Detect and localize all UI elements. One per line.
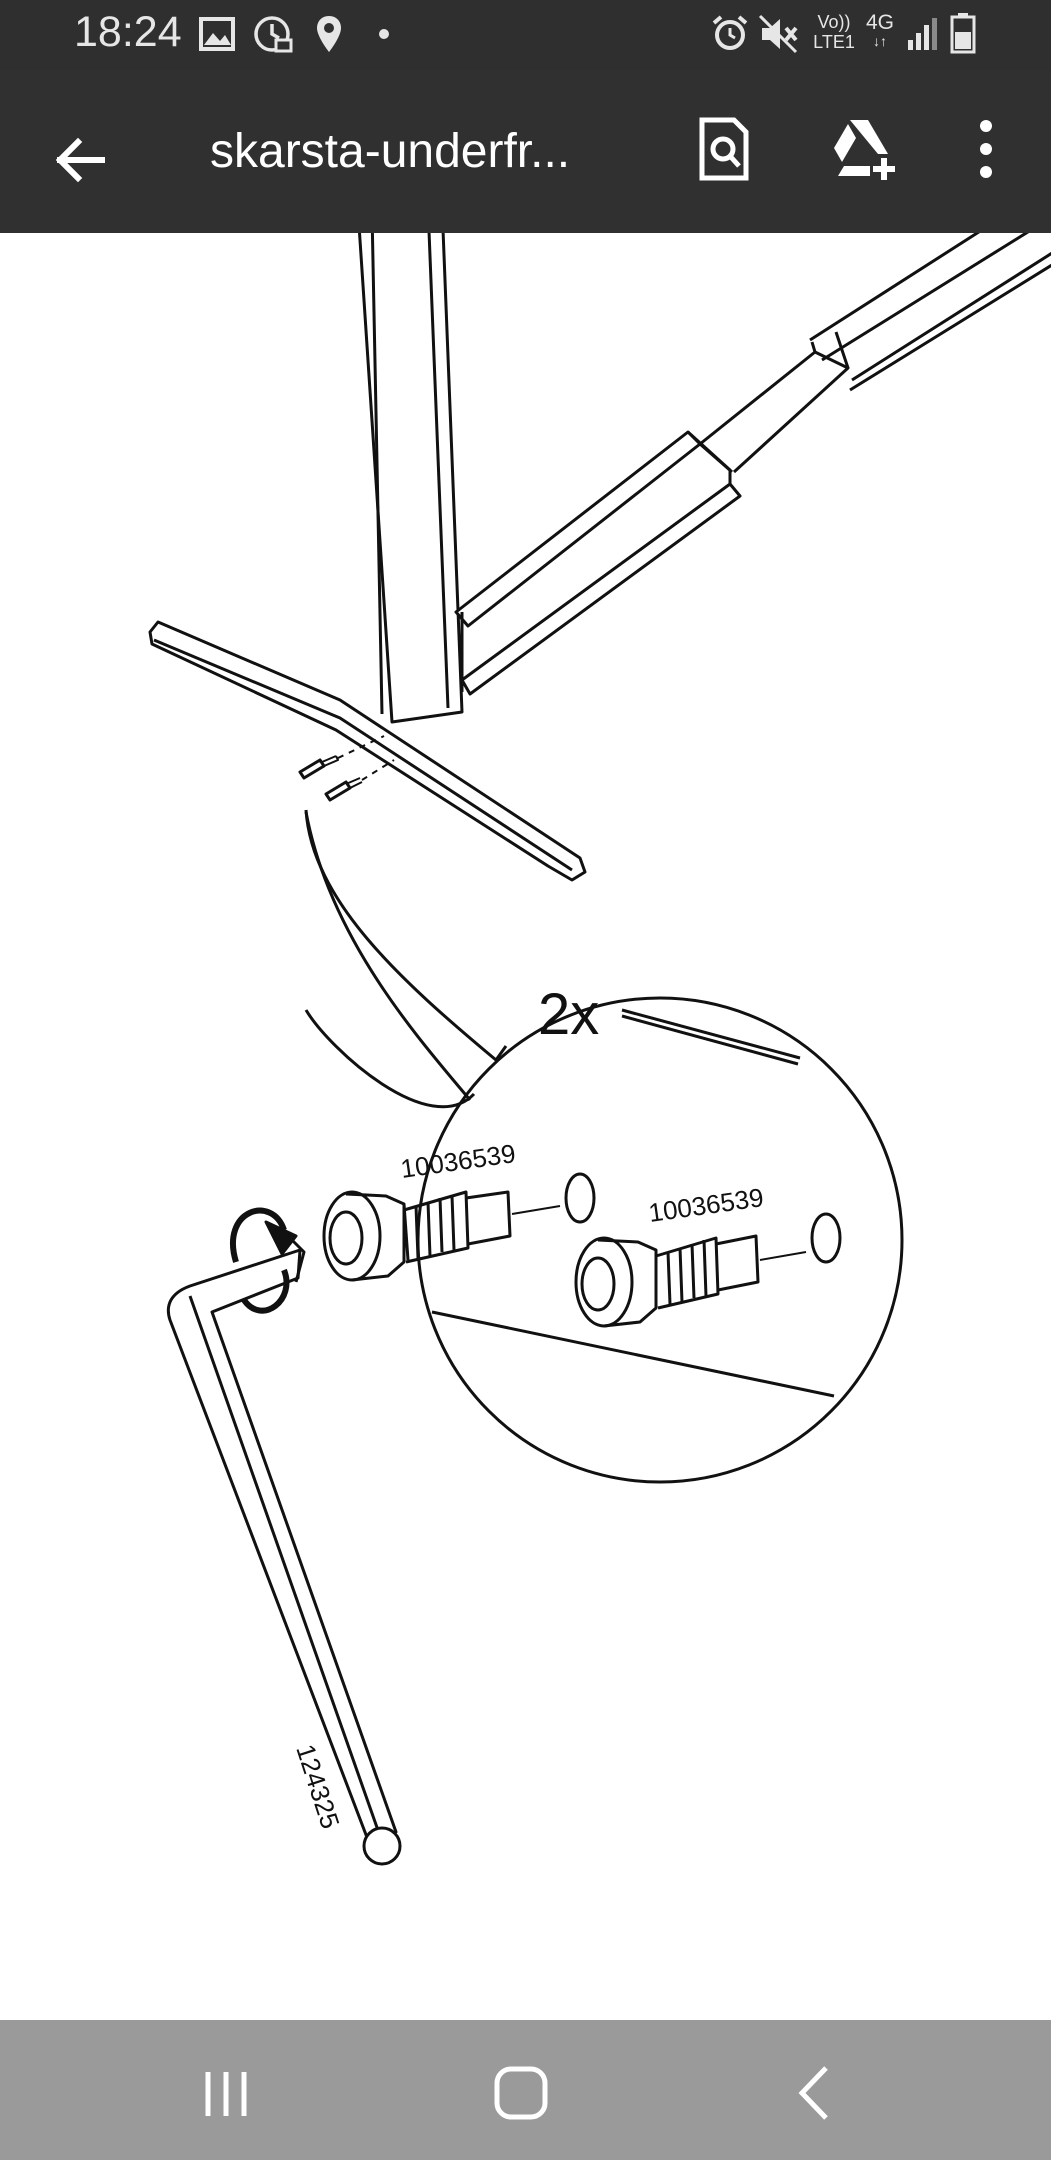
image-icon [199, 17, 235, 51]
chevron-left-icon [798, 2066, 828, 2120]
google-drive-add-icon [834, 120, 895, 180]
system-back-button[interactable] [790, 2062, 840, 2124]
frame-beam [454, 233, 1051, 696]
quantity-label: 2x [538, 982, 599, 1047]
bolt-1 [322, 1190, 561, 1282]
dot-icon [379, 29, 389, 39]
screw-small-1 [298, 755, 339, 780]
status-bar: 18:24 Vo)) LTE1 4G ↓↑ [0, 0, 1051, 70]
volte-bottom-label: LTE1 [813, 32, 855, 52]
status-time: 18:24 [74, 8, 182, 56]
table-leg [358, 233, 464, 724]
more-options-button[interactable] [966, 116, 1006, 182]
part-number-2: 10036539 [647, 1182, 766, 1228]
rotation-arrow [230, 1207, 298, 1314]
assembly-diagram: 2x 10036539 10036539 124325 [148, 233, 1051, 1866]
location-pin-icon [317, 16, 341, 52]
volte-icon: Vo)) LTE1 [812, 12, 856, 52]
recents-button[interactable] [196, 2064, 256, 2124]
back-button[interactable] [40, 120, 120, 200]
add-to-drive-button[interactable] [830, 118, 900, 180]
document-search-icon [699, 117, 749, 181]
mute-icon [758, 14, 798, 54]
washer-1 [564, 1172, 596, 1224]
more-vertical-icon [980, 120, 992, 178]
navigation-bar [0, 2020, 1051, 2160]
clock-check-icon [254, 16, 293, 53]
alarm-icon [712, 15, 748, 50]
document-viewer[interactable]: 2x 10036539 10036539 124325 [0, 233, 1051, 2020]
recents-icon [205, 2072, 247, 2116]
search-document-button[interactable] [694, 116, 754, 182]
part-number-1: 10036539 [399, 1138, 518, 1184]
callout-line [304, 809, 508, 1109]
network-type-label: 4G [865, 11, 894, 34]
battery-icon [950, 13, 976, 54]
4g-icon: 4G ↓↑ [862, 11, 898, 49]
document-title: skarsta-underfr... [210, 125, 571, 178]
volte-top-label: Vo)) [817, 12, 851, 32]
arrow-left-icon [55, 137, 105, 183]
allen-key [166, 1236, 402, 1866]
table-foot [148, 620, 587, 882]
home-button[interactable] [490, 2062, 552, 2124]
signal-icon [908, 18, 937, 50]
washer-2 [810, 1212, 842, 1264]
screw-small-2 [324, 777, 363, 802]
bolt-2 [574, 1234, 807, 1328]
app-bar: skarsta-underfr... [0, 70, 1051, 233]
home-icon [494, 2066, 548, 2120]
